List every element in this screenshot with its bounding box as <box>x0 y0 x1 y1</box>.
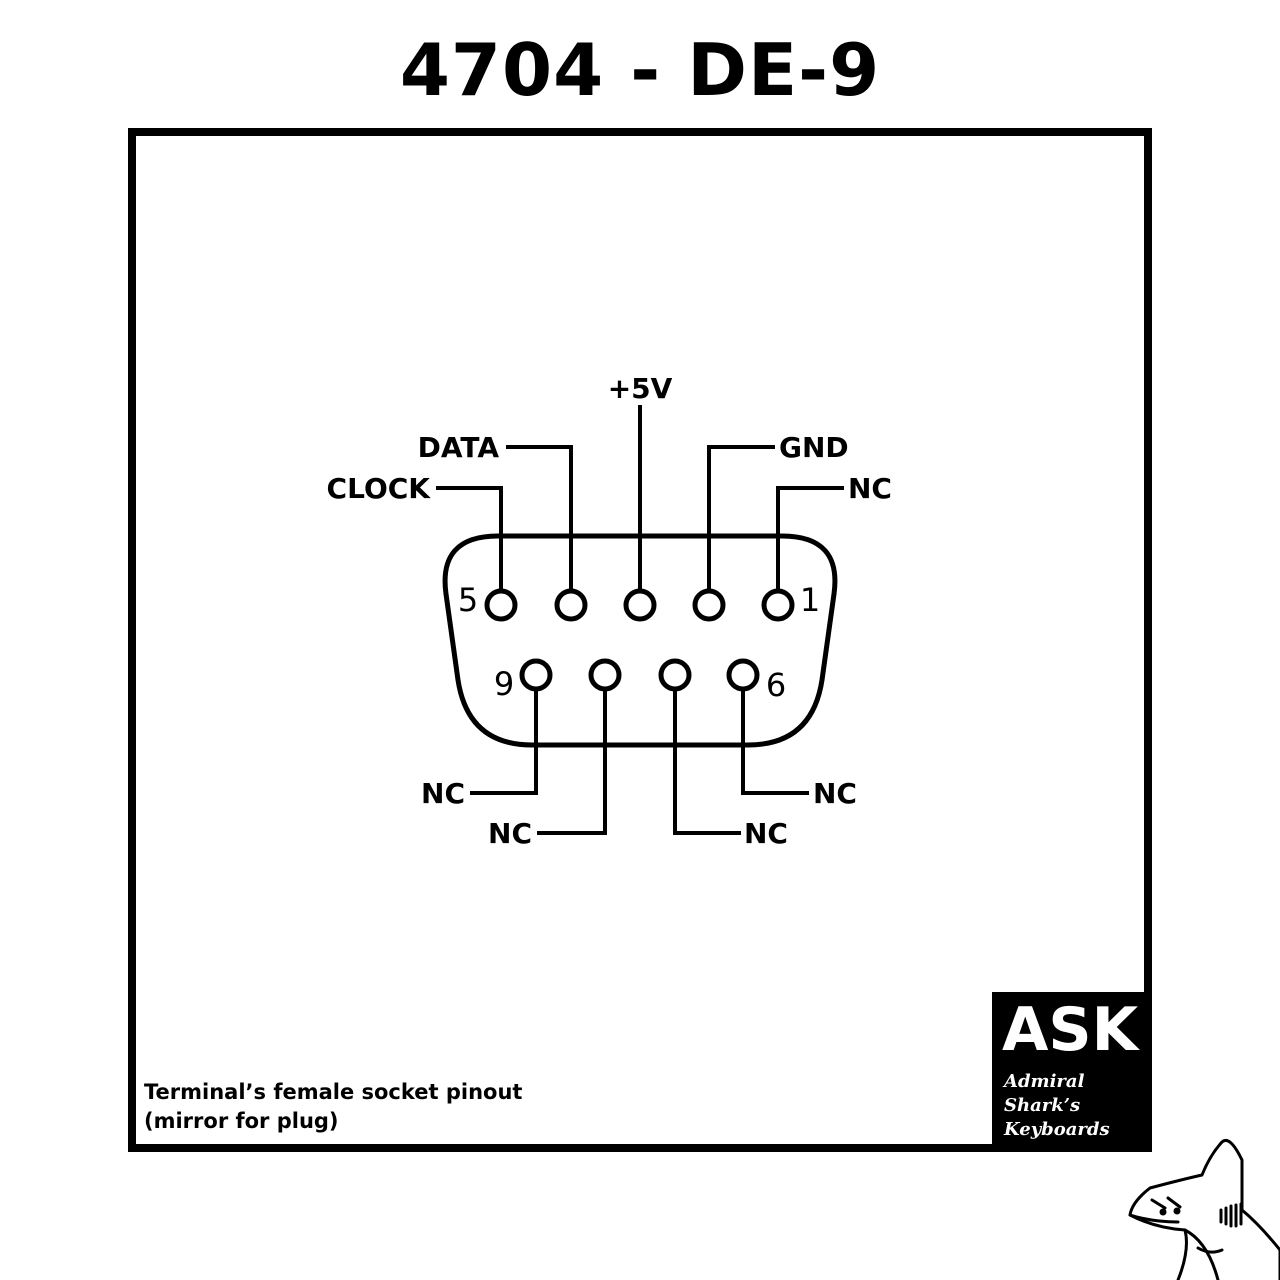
pin-number-5: 5 <box>458 581 478 619</box>
logo-line-3: Keyboards <box>1004 1119 1110 1140</box>
pin-6 <box>726 658 760 692</box>
pin-4 <box>554 588 588 622</box>
pin-label-3: +5V <box>608 372 673 405</box>
pin-label-7: NC <box>744 817 788 850</box>
diagram-frame <box>128 128 1152 1152</box>
leader-line-pin-2 <box>707 445 775 591</box>
pin-label-8: NC <box>488 817 532 850</box>
pinout-caption: Terminal’s female socket pinout (mirror … <box>144 1078 522 1136</box>
leader-line-pin-5 <box>436 486 503 591</box>
pin-5 <box>484 588 518 622</box>
pin-7 <box>658 658 692 692</box>
connector-shell <box>442 533 838 748</box>
pin-9 <box>519 658 553 692</box>
logo-line-1: Admiral <box>1004 1071 1085 1092</box>
pin-label-1: NC <box>848 472 892 505</box>
pin-2 <box>692 588 726 622</box>
ask-logo: ASK Admiral Shark’s Keyboards <box>992 992 1152 1152</box>
pin-label-9: NC <box>421 777 465 810</box>
logo-wordmark: Admiral Shark’s Keyboards <box>1004 1070 1110 1142</box>
pin-number-6: 6 <box>766 666 786 704</box>
leader-line-pin-8 <box>537 689 607 835</box>
pin-number-9: 9 <box>494 665 514 703</box>
logo-abbreviation: ASK <box>1002 995 1139 1065</box>
pin-label-4: DATA <box>418 431 500 464</box>
pin-label-2: GND <box>779 431 849 464</box>
pin-3 <box>623 588 657 622</box>
leader-line-pin-9 <box>470 689 538 795</box>
leader-line-pin-4 <box>506 445 573 591</box>
pin-label-5: CLOCK <box>327 472 432 505</box>
leader-line-pin-1 <box>776 486 844 591</box>
pin-label-6: NC <box>813 777 857 810</box>
pin-1 <box>761 588 795 622</box>
logo-line-2: Shark’s <box>1004 1095 1081 1116</box>
leader-line-pin-6 <box>741 689 809 795</box>
leader-line-pin-7 <box>673 689 741 835</box>
shark-mascot-icon <box>1128 1139 1280 1280</box>
page-title: 4704 - DE-9 <box>399 28 881 112</box>
pin-8 <box>588 658 622 692</box>
caption-line-2: (mirror for plug) <box>144 1109 339 1133</box>
caption-line-1: Terminal’s female socket pinout <box>144 1080 523 1104</box>
pin-number-1: 1 <box>800 581 820 619</box>
